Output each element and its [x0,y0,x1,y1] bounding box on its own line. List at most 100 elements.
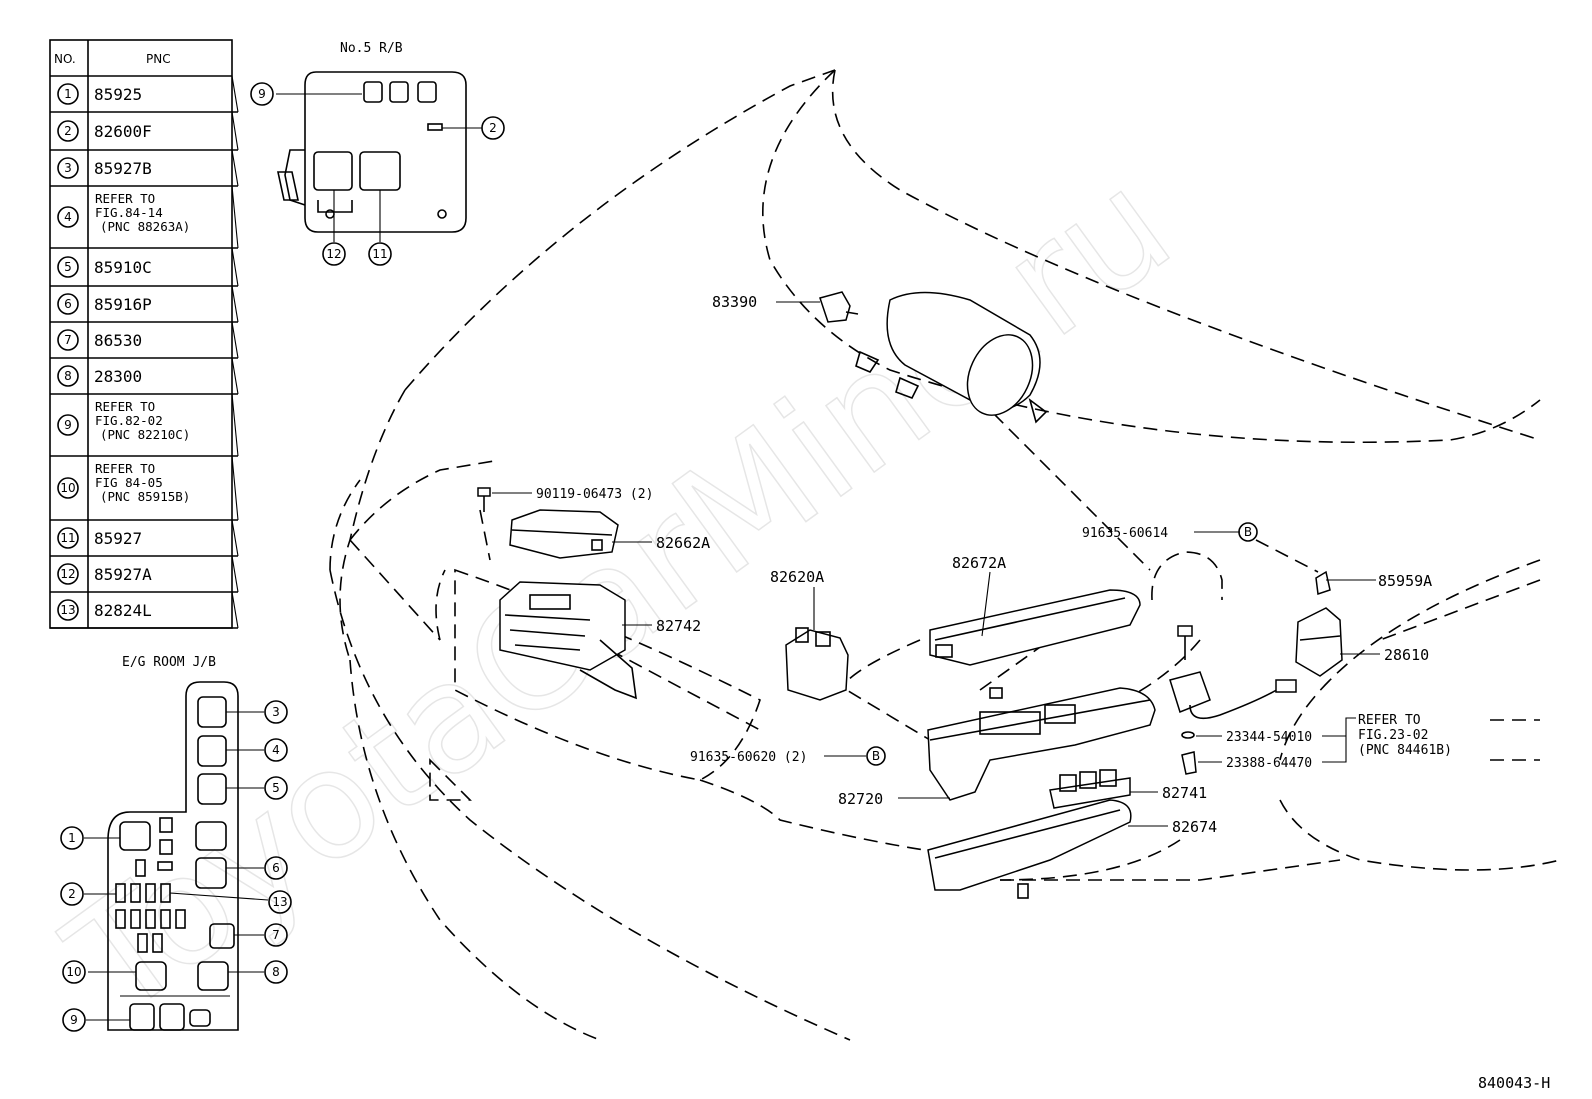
table-header-pnc: PNC [146,52,171,66]
label-82662A: 82662A [656,534,710,552]
svg-text:10: 10 [66,965,81,979]
part-82672A-cover [929,589,1141,666]
row-number: 13 [60,603,75,617]
b-marker-top: B [1238,522,1258,542]
row-number-circle [57,563,79,585]
svg-text:7: 7 [272,928,280,942]
callout-5: 5 [264,776,288,800]
row-pnc: 82824L [94,601,152,620]
table-row: 12 85927A [50,555,239,593]
row-number-circle [57,256,79,278]
row-pnc-line: REFER TO [95,399,155,414]
part-82620A [785,627,849,701]
svg-text:3: 3 [272,705,280,719]
part-82662A-cover [509,509,619,559]
row-number-circle [57,206,79,228]
row-number: 6 [64,297,72,311]
row-number-circle [57,329,79,351]
row-number: 9 [64,418,72,432]
callout-9: 9 [62,1008,86,1032]
row-number-circle [57,293,79,315]
part-83390 [819,291,859,323]
b-marker-bottom: B [866,746,886,766]
callout-2: 2 [481,116,505,140]
label-91635-60620: 91635-60620 (2) [690,750,807,765]
callout-2: 2 [60,882,84,906]
svg-text:2: 2 [68,887,76,901]
part-82674-tray [927,799,1132,899]
part-85959A [1315,570,1331,596]
callout-3: 3 [264,700,288,724]
svg-text:9: 9 [258,87,266,101]
row-pnc: 85927 [94,529,142,548]
label-91635-60614: 91635-60614 [1082,526,1168,541]
label-refer-line2: FIG.23-02 [1358,728,1428,743]
callout-7: 7 [264,923,288,947]
table-header-no: NO. [54,52,76,66]
part-labels: 83390 90119-06473 (2) 82662A 82742 82620… [536,293,1452,836]
row-pnc-line: FIG.84-14 [95,205,163,220]
callout-4: 4 [264,738,288,762]
vehicle-outline [329,69,1561,1041]
callout-9: 9 [250,82,274,106]
eg-room-jb-inset: E/G ROOM J/B [60,655,292,1032]
label-83390: 83390 [712,293,757,311]
svg-text:9: 9 [70,1013,78,1027]
row-pnc-line: (PNC 88263A) [100,219,190,234]
row-number: 11 [60,531,75,545]
row-number: 10 [60,481,75,495]
component-drawings [477,291,1343,899]
label-23388: 23388-64470 [1226,756,1312,771]
label-82674: 82674 [1172,818,1217,836]
part-82741-relays [1049,769,1131,809]
label-90119: 90119-06473 (2) [536,487,653,502]
part-tank [855,291,1048,424]
row-number-circle [57,599,79,621]
svg-text:12: 12 [326,247,341,261]
label-82620A: 82620A [770,568,824,586]
row-number-circle [57,120,79,142]
part-28610 [1295,607,1343,677]
part-82720-box [927,687,1156,801]
callout-8: 8 [264,960,288,984]
label-28610: 28610 [1384,646,1429,664]
svg-text:5: 5 [272,781,280,795]
callout-6: 6 [264,856,288,880]
row-pnc: 85927A [94,565,152,584]
row-pnc: 82600F [94,122,152,141]
figure-id: 840043-H [1478,1074,1550,1092]
row-number: 7 [64,333,72,347]
part-90119-bolt [477,487,491,512]
row-pnc: 85927B [94,159,152,178]
label-82742: 82742 [656,617,701,635]
watermark: ToyotaCarMine.ru [38,138,1201,1050]
no5-rb-title: No.5 R/B [340,41,403,56]
label-refer-line1: REFER TO [1358,713,1421,728]
svg-text:4: 4 [272,743,280,757]
label-85959A: 85959A [1378,572,1432,590]
row-number: 1 [64,87,72,101]
row-number-circle [57,83,79,105]
row-number: 5 [64,260,72,274]
svg-text:6: 6 [272,861,280,875]
svg-text:13: 13 [272,895,287,909]
svg-text:1: 1 [68,831,76,845]
row-number: 12 [60,567,75,581]
row-number-circle [57,527,79,549]
eg-room-title: E/G ROOM J/B [122,655,216,670]
row-number-circle [57,414,79,436]
svg-text:2: 2 [489,121,497,135]
row-pnc: 85916P [94,295,152,314]
